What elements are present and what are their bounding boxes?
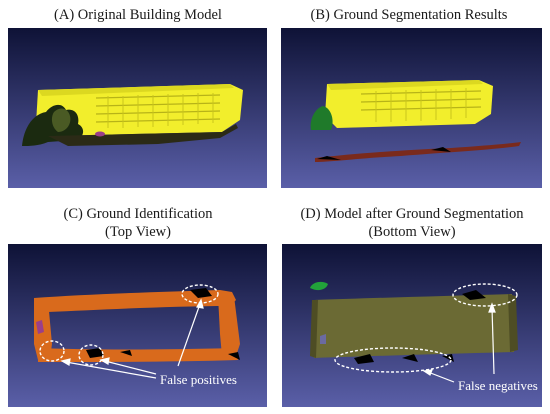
caption-d: (D) Model after Ground Segmentation (Bot… (278, 205, 546, 241)
caption-c: (C) Ground Identification (Top View) (18, 205, 258, 241)
caption-d-line2: (Bottom View) (368, 224, 456, 240)
false-negatives-label: False negatives (458, 378, 538, 393)
caption-b: (B) Ground Segmentation Results (284, 6, 534, 24)
panel-a-original-model (8, 28, 267, 188)
caption-b-text: (B) Ground Segmentation Results (310, 7, 508, 23)
annotation-arrows (422, 302, 496, 383)
building-body (36, 84, 243, 136)
panel-c-ground-identification: False positives (8, 244, 267, 407)
panel-b-segmentation-results (281, 28, 542, 188)
caption-d-line1: (D) Model after Ground Segmentation (300, 206, 524, 222)
panel-d-model-after-segmentation: False negatives (282, 244, 542, 407)
segmented-ground (315, 142, 521, 162)
false-negative-patches (354, 290, 486, 364)
ground-strip (48, 124, 238, 146)
caption-a-text: (A) Original Building Model (54, 7, 222, 23)
ground-gaps (86, 288, 240, 360)
caption-c-line2: (Top View) (105, 224, 171, 240)
tree-segment (310, 106, 333, 130)
annotation-arrows (60, 298, 204, 379)
building-window-columns (107, 93, 214, 128)
building-windows (95, 94, 221, 123)
false-positives-label: False positives (160, 372, 237, 387)
caption-c-line1: (C) Ground Identification (63, 206, 213, 222)
false-negative-circles (334, 283, 518, 373)
model-bottom-face (314, 294, 514, 358)
tree-segment (310, 281, 328, 291)
caption-a: (A) Original Building Model (18, 6, 258, 24)
